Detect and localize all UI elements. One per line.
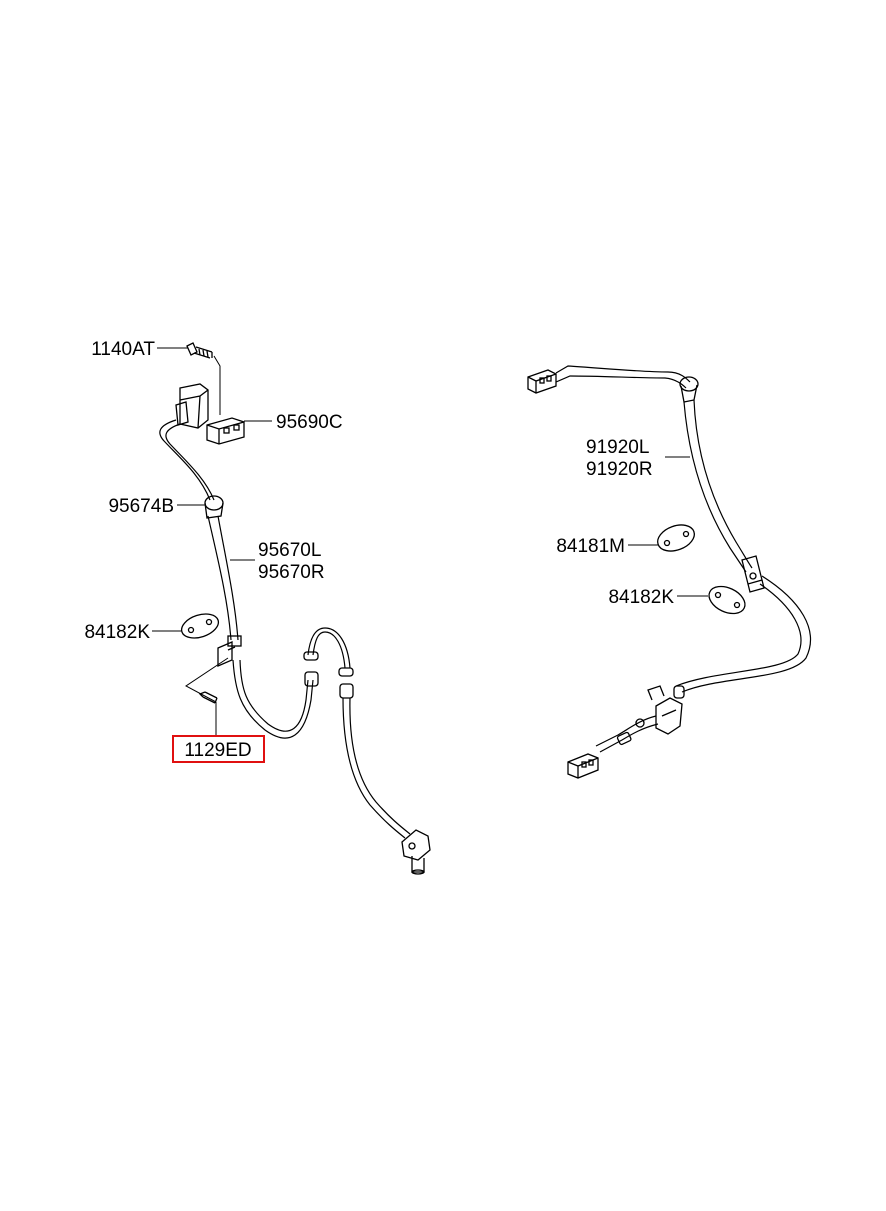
bolt-1140at[interactable] <box>186 342 213 359</box>
front-connector[interactable] <box>175 383 209 429</box>
front-sensor-head[interactable] <box>401 829 431 875</box>
rear-cable-clip[interactable] <box>741 555 765 593</box>
rear-connector-bottom[interactable] <box>567 753 599 779</box>
highlight-box <box>172 735 265 763</box>
rear-wheel-sensor-assembly <box>527 365 811 779</box>
bracket-95690c[interactable] <box>206 417 245 445</box>
rear-connector-top[interactable] <box>527 369 557 394</box>
leader-lines <box>152 347 708 632</box>
label-95674b[interactable]: 95674B <box>108 496 174 517</box>
label-1140at[interactable]: 1140AT <box>91 339 155 360</box>
label-95690c[interactable]: 95690C <box>276 412 343 433</box>
pad-84182k-right[interactable] <box>705 581 750 619</box>
grommet-95674b[interactable] <box>204 495 224 519</box>
pad-84181m[interactable] <box>654 520 698 556</box>
label-84181m[interactable]: 84181M <box>556 536 625 557</box>
label-84182k-left[interactable]: 84182K <box>84 622 150 643</box>
label-91920r[interactable]: 91920R <box>586 459 653 480</box>
rear-grommet[interactable] <box>679 376 699 403</box>
label-91920l[interactable]: 91920L <box>586 437 649 458</box>
label-95670l[interactable]: 95670L <box>258 540 321 561</box>
pad-84182k-left[interactable] <box>179 610 222 643</box>
cable-sleeve <box>303 651 354 699</box>
cable-clip[interactable] <box>217 635 242 667</box>
part-labels: 1140AT 95690C 95674B 95670L 95670R 84182… <box>84 339 674 763</box>
front-wheel-sensor-assembly <box>159 342 431 875</box>
label-84182k-right[interactable]: 84182K <box>608 587 674 608</box>
label-1129ed[interactable]: 1129ED <box>184 740 251 761</box>
rear-sensor-body[interactable] <box>647 685 685 735</box>
label-95670r[interactable]: 95670R <box>258 562 325 583</box>
